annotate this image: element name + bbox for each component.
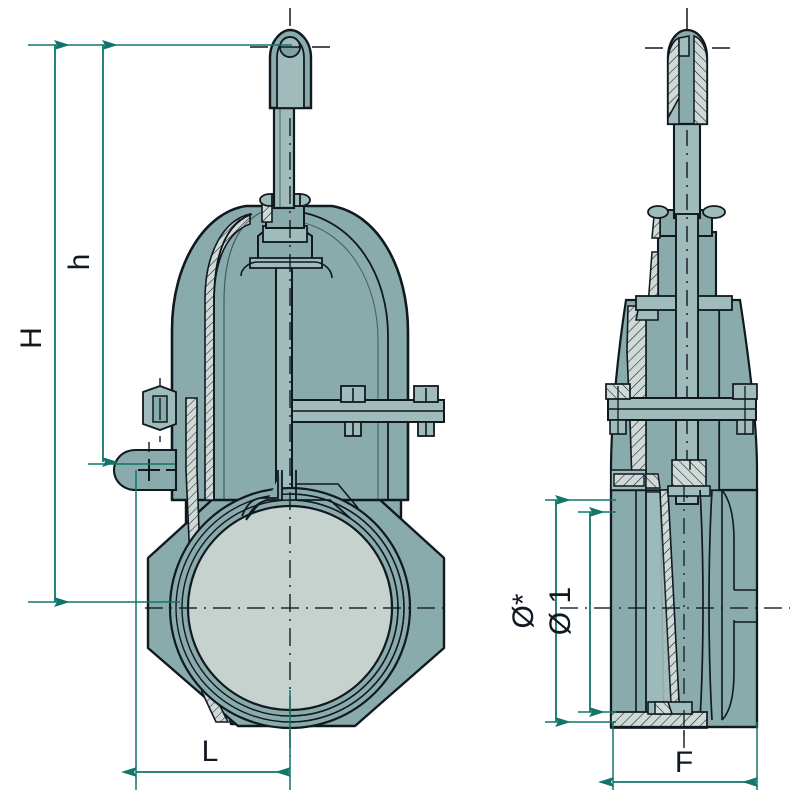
front-stem-eye-head xyxy=(268,28,313,110)
side-flange-bolt xyxy=(732,383,758,435)
dimension-label-h: h xyxy=(63,254,96,271)
dimension-label-diameter-outer: Ø* xyxy=(507,593,540,628)
side-upper-section-detail xyxy=(610,469,661,491)
dimension-label-F: F xyxy=(675,746,693,779)
dimension-h: h xyxy=(63,40,118,467)
side-bore-outlines xyxy=(635,489,757,721)
front-gate-guide-bracket xyxy=(241,470,359,521)
dimension-D1-bore: Ø 1 xyxy=(544,507,605,717)
front-flange-bolt xyxy=(340,385,366,437)
front-view xyxy=(112,8,450,760)
side-bottom-flange xyxy=(610,701,757,729)
dimension-label-L: L xyxy=(202,735,219,768)
front-left-boss-bolt xyxy=(142,378,177,446)
front-bonnet-flange xyxy=(291,385,445,437)
dimension-annotations: H h L Ø* Ø 1 F xyxy=(15,40,758,790)
dimension-label-diameter-bore: Ø 1 xyxy=(544,587,577,635)
side-flange-bolt xyxy=(605,383,631,435)
front-flange-bolt xyxy=(413,385,439,437)
front-centrelines xyxy=(145,8,450,760)
side-bonnet-flange xyxy=(605,383,758,435)
dimension-F: F xyxy=(598,746,758,787)
front-rising-stem xyxy=(272,102,296,210)
dimension-L: L xyxy=(121,735,291,777)
front-side-nozzle-boss xyxy=(112,442,178,492)
dimension-label-H: H xyxy=(15,327,48,349)
dimension-D-outer: Ø* xyxy=(507,495,571,727)
dimension-H: H xyxy=(15,40,70,607)
side-rising-stem xyxy=(672,120,702,505)
side-view xyxy=(560,8,790,748)
side-gate-wedge-section xyxy=(645,459,711,723)
front-sectioned-wall xyxy=(185,397,230,723)
side-stem-cap-section xyxy=(645,8,730,126)
